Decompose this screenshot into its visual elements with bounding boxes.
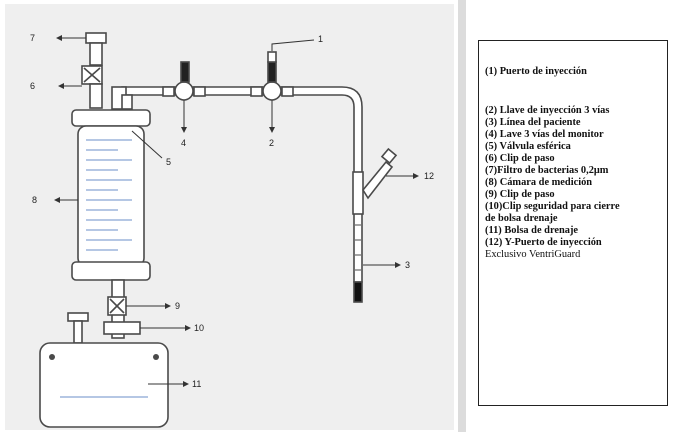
divider (458, 0, 466, 432)
legend-item-4: (4) Lave 3 vías del monitor (485, 129, 604, 140)
measuring-chamber-base (71, 261, 151, 281)
legend-item-7: (7)Filtro de bacterias 0,2μm (485, 165, 609, 176)
callout-4: 4 (181, 138, 186, 148)
callout-5: 5 (166, 157, 171, 167)
callout-10: 10 (194, 323, 204, 333)
legend-note: Exclusivo VentriGuard (485, 249, 581, 260)
injection-port (267, 51, 277, 63)
legend-item-11: (11) Bolsa de drenaje (485, 225, 579, 236)
injection-stopcock (262, 81, 282, 101)
callout-6: 6 (30, 81, 35, 91)
legend-item-6: (6) Clip de paso (485, 153, 555, 164)
legend-item-10: (10)Clip seguridad para cierre (485, 201, 620, 212)
callout-1: 1 (318, 34, 323, 44)
patient-line-tip (353, 281, 363, 303)
bag-hanger (67, 312, 89, 322)
measuring-chamber (77, 125, 145, 267)
callout-7: 7 (30, 33, 35, 43)
callout-3: 3 (405, 260, 410, 270)
safety-clip (103, 321, 141, 335)
legend-box: (1) Puerto de inyección (2) Llave de iny… (478, 40, 668, 406)
legend-item-1: (1) Puerto de inyección (485, 66, 587, 77)
measuring-chamber-cap (71, 109, 151, 127)
filter-stem (89, 42, 103, 66)
main-tubing (121, 86, 363, 283)
legend-item-10-cont: de bolsa drenaje (485, 213, 558, 224)
legend-item-5: (5) Válvula esférica (485, 141, 571, 152)
monitor-stopcock (174, 81, 194, 101)
upper-tube (89, 83, 103, 109)
callout-11: 11 (192, 379, 201, 389)
legend-item-2: (2) Llave de inyección 3 vías (485, 105, 610, 116)
callout-12: 12 (424, 171, 434, 181)
callout-8: 8 (32, 195, 37, 205)
callout-9: 9 (175, 301, 180, 311)
legend-item-3: (3) Línea del paciente (485, 117, 581, 128)
drainage-bag (39, 342, 169, 428)
y-injection-port (352, 171, 364, 215)
legend-item-12: (12) Y-Puerto de inyección (485, 237, 602, 248)
legend-item-8: (8) Cámara de medición (485, 177, 593, 188)
bacterial-filter (85, 32, 107, 44)
callout-2: 2 (269, 138, 274, 148)
legend-item-9: (9) Clip de paso (485, 189, 555, 200)
